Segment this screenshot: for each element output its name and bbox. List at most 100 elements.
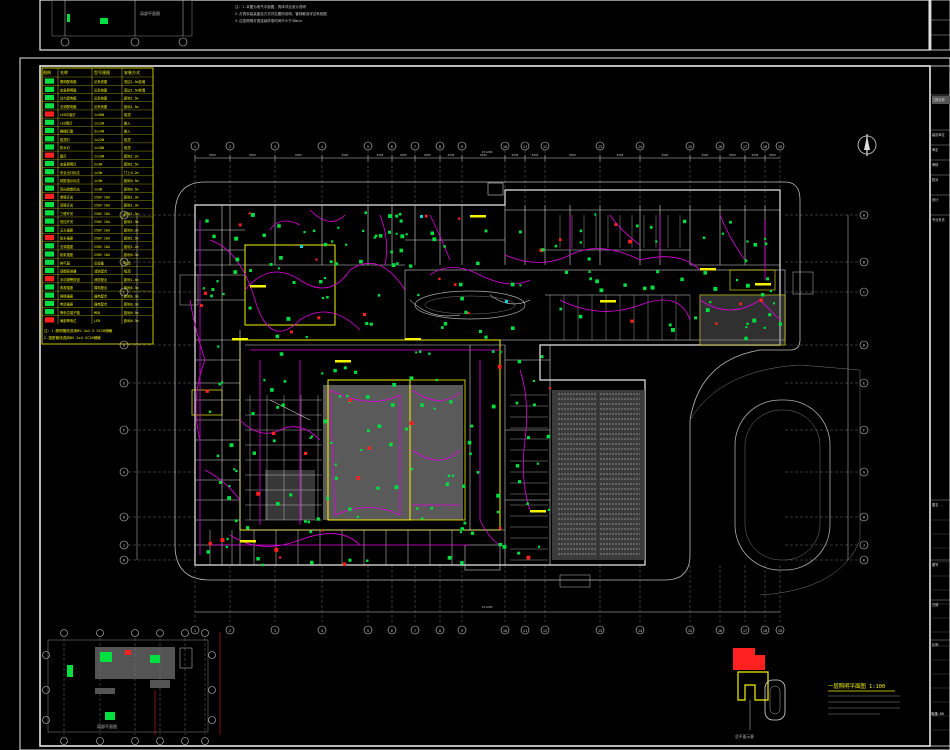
light-fixture-icon: [315, 258, 318, 261]
light-fixture-icon: [470, 531, 475, 535]
axis-bubble-top: [225, 141, 235, 151]
legend-item-spec: 弱电配合: [94, 302, 108, 307]
legend-symbol-icon: [45, 86, 54, 92]
light-fixture-icon: [359, 259, 363, 264]
lighting-fixtures: [200, 211, 782, 567]
axis-label-bottom: 16: [718, 629, 722, 633]
light-fixture-icon: [496, 510, 500, 514]
legend-symbol-icon: [45, 202, 54, 208]
light-fixture-icon: [778, 322, 782, 326]
dim-label-top: 8400: [769, 153, 776, 157]
legend-item-name: 等电位端子箱: [60, 310, 80, 315]
axis-bubble-bottom: [363, 625, 373, 635]
light-fixture-icon: [356, 476, 360, 480]
axis-bubble-top: [500, 141, 510, 151]
light-fixture-icon: [430, 507, 434, 510]
light-fixture-icon: [283, 380, 287, 383]
light-fixture-icon: [526, 555, 531, 560]
top-note-2: 2.灯具安装高度及方式详见图例说明，管线敏设详见系统图: [235, 11, 327, 16]
legend-item-spec: 250V 10A: [94, 220, 110, 224]
light-fixture-icon: [210, 294, 213, 298]
light-fixture-icon: [541, 248, 545, 252]
light-fixture-icon: [643, 286, 647, 291]
legend-item-name: 应急照明灯: [60, 162, 77, 167]
light-fixture-icon: [409, 376, 414, 381]
legend-symbol-icon: [45, 103, 54, 109]
light-fixture-icon: [317, 316, 321, 320]
light-fixture-icon: [261, 563, 264, 567]
axis-label-bottom: 14: [638, 629, 642, 633]
light-fixture-icon: [518, 480, 522, 484]
legend-symbol-icon: [45, 210, 54, 216]
legend-item-mount: 距地1.3m: [124, 203, 139, 208]
axis-label-right: A: [863, 213, 866, 217]
title-block-label: 审核: [932, 162, 939, 167]
circuit-wire: [489, 294, 531, 305]
title-block-label: 图号: [932, 562, 938, 567]
light-fixture-icon: [286, 316, 291, 321]
light-fixture-icon: [338, 395, 342, 398]
light-fixture-icon: [460, 561, 464, 565]
circuit-tag-label: [600, 300, 616, 303]
axis-label-bottom: 12: [543, 629, 547, 633]
light-fixture-icon: [417, 293, 420, 297]
axis-label-top: 4: [321, 145, 323, 149]
axis-label-bottom: 9: [461, 629, 463, 633]
legend-item-spec: 3x14W: [94, 130, 104, 134]
axis-label-left: H: [123, 515, 125, 519]
detail-axis-bubble: [42, 686, 50, 694]
light-fixture-icon: [246, 526, 250, 530]
light-fixture-icon: [517, 551, 521, 555]
axis-label-top: 9: [461, 145, 463, 149]
light-fixture-icon: [499, 527, 502, 530]
axis-bubble-top: [520, 141, 530, 151]
legend-item-mount: 距地2.2m: [124, 153, 139, 158]
title-block-label: 校对: [932, 177, 939, 182]
axis-label-top: 11: [523, 145, 527, 149]
light-fixture-icon: [279, 256, 283, 260]
legend-item-mount: 距地1.5m: [124, 96, 139, 101]
legend-header-name: 名称: [60, 69, 68, 75]
light-fixture-icon: [220, 381, 224, 384]
light-fixture-icon: [428, 352, 431, 355]
light-fixture-icon: [744, 336, 748, 341]
light-fixture-icon: [519, 230, 522, 234]
light-fixture-icon: [333, 368, 337, 373]
detail-axis-bubble: [96, 629, 104, 637]
dim-label-top: 8400: [729, 153, 736, 157]
light-fixture-icon: [441, 326, 444, 329]
axis-bubble-top: [190, 141, 200, 151]
legend-header-spec: 型号规格: [94, 69, 110, 75]
socket-icon: [300, 245, 303, 248]
circuit-tag-label: [335, 360, 351, 363]
axis-label-right: C: [863, 290, 865, 294]
legend-item-name: 感烟探测器: [60, 269, 77, 274]
light-fixture-icon: [378, 234, 383, 238]
title-block-label: 日期: [932, 602, 938, 607]
circuit-tag-label: [232, 338, 248, 341]
axis-bubble-left: [119, 210, 129, 220]
light-fixture-icon: [538, 545, 541, 548]
light-fixture-icon: [588, 270, 591, 273]
legend-item-name: 格栅灯盘: [60, 129, 74, 134]
top-sheet-strip: 局部平面图 注：1.本图为电气平面图，具体详见设计说明 2.灯具安装高度及方式详…: [39, 0, 950, 51]
legend-item-name: 壁灯: [60, 153, 67, 158]
light-fixture-icon: [694, 316, 698, 320]
main-title: 一层照明平面图 1:100: [828, 682, 885, 690]
detail-axis-bubble: [181, 737, 189, 745]
legend-symbol-icon: [45, 243, 54, 249]
axis-label-left: K: [123, 558, 126, 562]
axis-label-top: 17: [743, 145, 747, 149]
light-fixture-icon: [235, 257, 240, 262]
light-fixture-icon: [649, 226, 653, 229]
legend-symbol-icon: [45, 267, 54, 274]
legend-item-name: 手动报警按钮: [60, 277, 80, 282]
axis-bubble-top: [457, 141, 467, 151]
axis-bubble-bottom: [520, 625, 530, 635]
legend-symbol-icon: [45, 144, 54, 150]
axis-label-right: E: [863, 381, 865, 385]
light-fixture-icon: [235, 469, 238, 473]
legend-item-spec: 250V 10A: [94, 237, 110, 241]
light-fixture-icon: [398, 212, 402, 216]
